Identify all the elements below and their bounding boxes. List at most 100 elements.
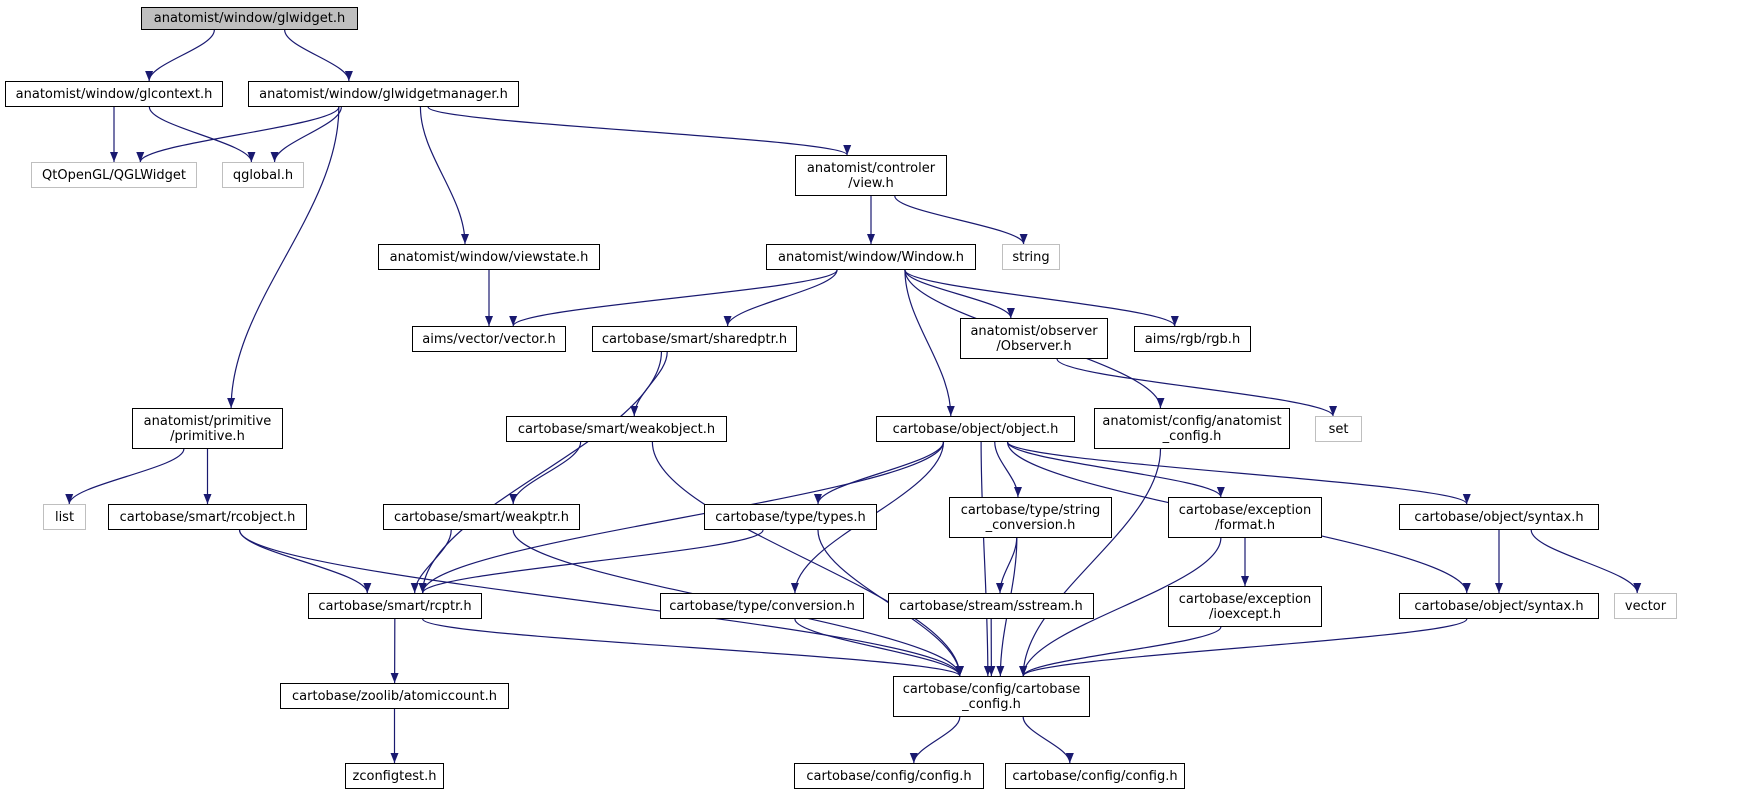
edge-weakobject-to-cartobase-config	[651, 441, 964, 677]
node-types[interactable]: cartobase/type/types.h	[704, 504, 877, 530]
edge-syntax-lower-to-cartobase-config	[1019, 618, 1468, 677]
edge-ioexcept-to-cartobase-config	[1019, 626, 1222, 677]
node-viewstate[interactable]: anatomist/window/viewstate.h	[378, 244, 600, 270]
node-list[interactable]: list	[43, 504, 86, 530]
node-label-line-1: anatomist/controler	[806, 160, 936, 176]
node-rgb[interactable]: aims/rgb/rgb.h	[1134, 326, 1251, 352]
node-cartobase-config[interactable]: cartobase/config/cartobase _config.h	[893, 676, 1090, 717]
node-label: anatomist/window/glwidgetmanager.h	[259, 86, 508, 102]
node-glwidgetmanager[interactable]: anatomist/window/glwidgetmanager.h	[248, 81, 519, 107]
node-ioexcept[interactable]: cartobase/exception /ioexcept.h	[1168, 586, 1322, 627]
node-atomiccount[interactable]: cartobase/zoolib/atomiccount.h	[280, 683, 509, 709]
node-label-line-1: cartobase/exception	[1178, 591, 1312, 607]
edge-window-to-observer	[904, 269, 1015, 319]
node-label-line-2: /primitive.h	[170, 428, 245, 444]
edge-glwidget-to-glcontext	[145, 29, 215, 82]
edge-window-to-rgb	[904, 269, 1179, 327]
node-sharedptr[interactable]: cartobase/smart/sharedptr.h	[592, 326, 797, 352]
node-string-conversion[interactable]: cartobase/type/string _conversion.h	[949, 497, 1112, 538]
edge-glwidget-to-glwidgetmanager	[284, 29, 353, 82]
node-label: set	[1328, 421, 1349, 437]
node-observer[interactable]: anatomist/observer /Observer.h	[960, 318, 1108, 359]
edge-weakobject-to-weakptr	[509, 441, 582, 505]
node-window[interactable]: anatomist/window/Window.h	[766, 244, 976, 270]
node-weakobject[interactable]: cartobase/smart/weakobject.h	[506, 416, 727, 442]
node-label-line-2: /ioexcept.h	[1208, 606, 1282, 622]
node-sstream[interactable]: cartobase/stream/sstream.h	[888, 593, 1094, 619]
edge-glwidgetmanager-to-primitive	[227, 106, 340, 409]
node-syntax-upper[interactable]: cartobase/object/syntax.h	[1399, 504, 1599, 530]
node-label: zconfigtest.h	[352, 768, 437, 784]
edge-cartobase-config-to-config-b	[1022, 716, 1074, 764]
node-label: cartobase/object/syntax.h	[1414, 509, 1584, 525]
node-qtopengl[interactable]: QtOpenGL/QGLWidget	[31, 162, 197, 188]
node-glwidget[interactable]: anatomist/window/glwidget.h	[141, 7, 358, 30]
edge-glwidgetmanager-to-controler-view	[427, 106, 851, 156]
node-label-line-1: cartobase/type/string	[960, 502, 1101, 518]
node-aims-vector[interactable]: aims/vector/vector.h	[412, 326, 566, 352]
node-primitive[interactable]: anatomist/primitive /primitive.h	[132, 408, 283, 449]
edge-weakptr-to-rcptr	[410, 529, 452, 594]
node-vector[interactable]: vector	[1614, 593, 1677, 619]
node-label: cartobase/zoolib/atomiccount.h	[292, 688, 497, 704]
node-label: anatomist/window/glcontext.h	[15, 86, 213, 102]
node-exception-format[interactable]: cartobase/exception /format.h	[1168, 497, 1322, 538]
edge-object-to-types	[814, 441, 945, 505]
node-syntax-lower[interactable]: cartobase/object/syntax.h	[1399, 593, 1599, 619]
node-label-line-2: /Observer.h	[996, 338, 1072, 354]
node-label: cartobase/smart/rcptr.h	[318, 598, 472, 614]
node-label: anatomist/window/viewstate.h	[389, 249, 589, 265]
edge-rcobject-to-rcptr	[238, 529, 372, 594]
node-string[interactable]: string	[1002, 244, 1060, 270]
node-label-line-2: _config.h	[1162, 428, 1222, 444]
node-qglobal[interactable]: qglobal.h	[222, 162, 304, 188]
node-anatomist-config[interactable]: anatomist/config/anatomist _config.h	[1094, 408, 1290, 449]
node-zconfigtest[interactable]: zconfigtest.h	[345, 763, 444, 789]
edge-object-to-string-conversion	[994, 441, 1022, 498]
node-label: cartobase/config/config.h	[1012, 768, 1178, 784]
edge-anatomist-config-to-cartobase-config	[1019, 448, 1162, 677]
node-config-b[interactable]: cartobase/config/config.h	[1005, 763, 1185, 789]
node-label-line-1: anatomist/observer	[970, 323, 1098, 339]
node-label: string	[1012, 249, 1050, 265]
edge-primitive-to-list	[65, 448, 185, 505]
edge-object-to-syntax-upper	[1006, 441, 1471, 505]
node-controler-view[interactable]: anatomist/controler /view.h	[795, 155, 947, 196]
node-label-line-2: _config.h	[962, 696, 1021, 712]
node-config-a[interactable]: cartobase/config/config.h	[794, 763, 984, 789]
node-label: cartobase/type/types.h	[715, 509, 866, 525]
node-label: QtOpenGL/QGLWidget	[42, 167, 186, 183]
edge-sharedptr-to-rcptr	[418, 351, 663, 594]
edge-controler-view-to-string	[894, 195, 1028, 245]
node-label-line-2: /format.h	[1214, 517, 1276, 533]
node-label: anatomist/window/glwidget.h	[153, 11, 346, 26]
edge-glwidgetmanager-to-viewstate	[419, 106, 469, 245]
node-label: cartobase/smart/weakptr.h	[393, 509, 570, 525]
node-label: list	[54, 509, 75, 525]
node-label: cartobase/config/config.h	[806, 768, 972, 784]
node-rcobject[interactable]: cartobase/smart/rcobject.h	[108, 504, 307, 530]
node-label: cartobase/smart/rcobject.h	[119, 509, 296, 525]
node-label: qglobal.h	[232, 167, 294, 183]
node-rcptr[interactable]: cartobase/smart/rcptr.h	[308, 593, 482, 619]
node-label: cartobase/object/syntax.h	[1414, 598, 1584, 614]
node-conversion[interactable]: cartobase/type/conversion.h	[660, 593, 864, 619]
node-object[interactable]: cartobase/object/object.h	[876, 416, 1075, 442]
node-weakptr[interactable]: cartobase/smart/weakptr.h	[383, 504, 580, 530]
node-label-line-1: anatomist/config/anatomist	[1102, 413, 1282, 429]
node-glcontext[interactable]: anatomist/window/glcontext.h	[5, 81, 223, 107]
edge-rcptr-to-cartobase-config	[422, 618, 964, 677]
edge-object-to-rcptr	[418, 441, 945, 594]
edge-object-to-exception-format	[1006, 441, 1225, 498]
edge-window-to-object	[904, 269, 955, 417]
node-set[interactable]: set	[1315, 416, 1362, 442]
node-label: cartobase/smart/weakobject.h	[517, 421, 716, 437]
edge-glwidgetmanager-to-qglobal	[270, 106, 342, 163]
edge-cartobase-config-to-config-a	[909, 716, 961, 764]
edge-glcontext-to-qglobal	[148, 106, 256, 163]
node-label-line-2: /view.h	[848, 175, 894, 191]
edge-types-to-rcptr	[418, 529, 764, 594]
edge-object-to-cartobase-config	[980, 441, 992, 677]
